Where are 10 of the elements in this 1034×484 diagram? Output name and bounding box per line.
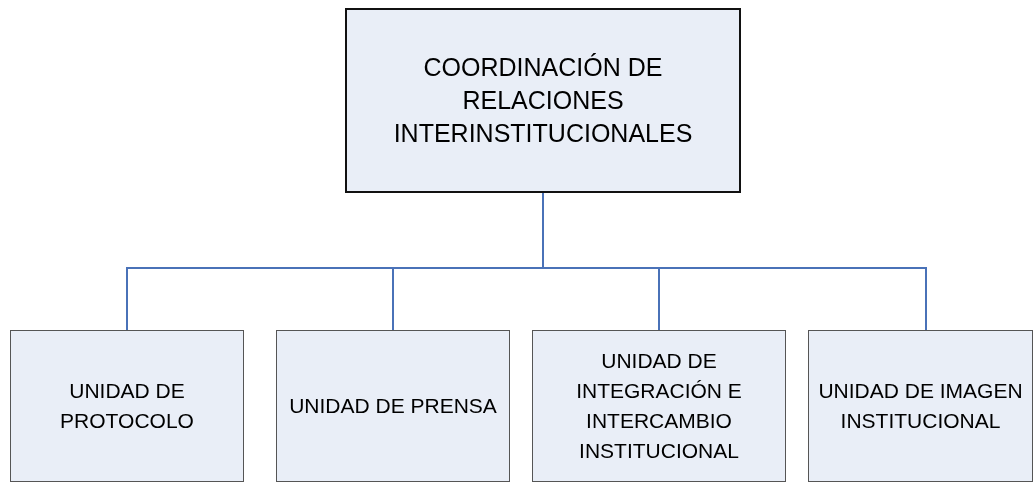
box-label: UNIDAD DE PRENSA	[289, 393, 497, 419]
coordination-box	[345, 8, 741, 193]
box-label: COORDINACIÓN DE RELACIONES INTERINSTITUCIONALES	[392, 52, 694, 149]
unit-box	[532, 330, 786, 482]
unit-box	[10, 330, 244, 482]
box-label: UNIDAD DE IMAGEN INSTITUCIONAL	[817, 378, 1024, 434]
unit-box	[808, 330, 1033, 482]
box-label: UNIDAD DE INTEGRACIÓN E INTERCAMBIO INSTITUCIONAL	[575, 348, 743, 464]
box-label: UNIDAD DE PROTOCOLO	[59, 378, 195, 434]
unit-box	[276, 330, 510, 482]
